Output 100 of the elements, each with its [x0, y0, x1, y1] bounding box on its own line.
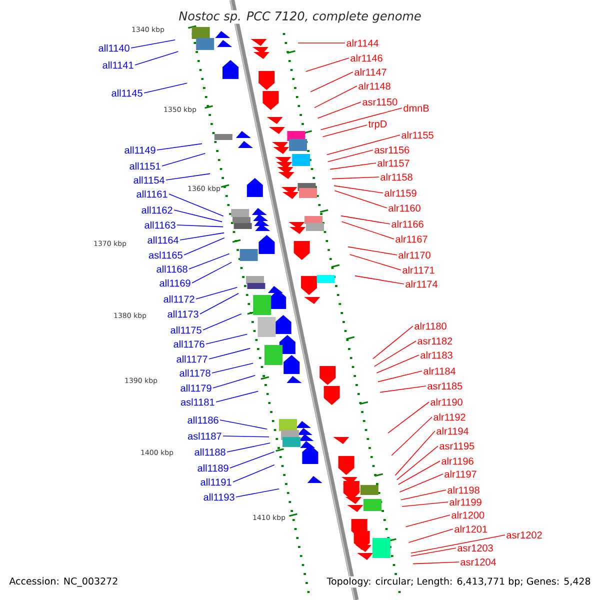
gene-label: alr1196 — [442, 457, 474, 465]
leader-line — [232, 464, 275, 482]
leader-line — [208, 348, 251, 360]
leader-line — [192, 262, 232, 284]
leader-line — [322, 124, 368, 138]
gene-label: alr1147 — [354, 68, 386, 76]
leader-line — [399, 474, 444, 492]
gene-label: asr1182 — [418, 337, 452, 345]
gene-label: all1186 — [188, 416, 218, 424]
gene-label: all1177 — [176, 355, 208, 363]
leader-line — [236, 488, 280, 498]
gene-label: alr1197 — [444, 470, 476, 478]
leader-line — [168, 194, 224, 216]
leader-line — [380, 386, 426, 393]
leader-line — [180, 232, 224, 240]
gene-label: asl1181 — [180, 398, 214, 406]
leader-line — [314, 86, 358, 108]
leader-line — [200, 293, 239, 314]
leader-line — [334, 190, 388, 208]
gene-label: alr1171 — [402, 266, 434, 274]
gene-label: all1164 — [148, 236, 178, 244]
leader-line — [230, 451, 275, 468]
gene-label: alr1192 — [434, 413, 466, 421]
gene-label: all1191 — [200, 478, 232, 486]
gene-label: all1161 — [136, 190, 168, 198]
leader-line — [320, 108, 402, 130]
gene-label: trpD — [368, 120, 387, 130]
leader-line — [134, 51, 179, 66]
leader-line — [374, 340, 416, 367]
leader-line — [212, 362, 254, 374]
gene-label: all1176 — [174, 340, 204, 348]
gene-label: all1169 — [160, 279, 190, 287]
gene-label: asl1165 — [148, 251, 182, 259]
gene-label: all1141 — [102, 61, 134, 69]
leader-line — [388, 402, 430, 434]
leader-line — [391, 416, 432, 456]
leader-line — [376, 354, 420, 374]
gene-label: all1178 — [180, 369, 210, 377]
leader-line — [156, 143, 202, 150]
footer-text: Accession: NC_003272 — [8, 576, 120, 588]
leader-line — [216, 390, 259, 402]
leader-line — [330, 162, 376, 170]
gene-label: all1145 — [112, 89, 142, 97]
gene-label: asr1156 — [374, 146, 410, 154]
gene-label: alr1146 — [350, 54, 382, 62]
gene-label: alr1174 — [406, 280, 438, 288]
gene-label: alr1194 — [436, 427, 469, 435]
leader-line — [394, 430, 436, 476]
gene-label: asr1150 — [362, 98, 398, 106]
leader-line — [378, 370, 422, 382]
leader-line — [349, 254, 402, 270]
gene-label: all1179 — [180, 384, 212, 392]
leader-line — [340, 215, 390, 224]
leader-line — [405, 514, 450, 528]
leader-line — [396, 446, 438, 480]
leader-line — [412, 562, 460, 564]
gene-label: alr1198 — [448, 486, 480, 494]
gene-label: all1154 — [134, 176, 164, 184]
leader-line — [310, 72, 354, 92]
gene-label: asr1185 — [428, 382, 462, 390]
leader-line — [298, 42, 346, 44]
leader-line — [348, 246, 398, 256]
gene-label: all1149 — [124, 146, 156, 154]
gene-label: all1189 — [198, 464, 228, 472]
leader-line — [327, 150, 374, 162]
gene-label: alr1155 — [402, 131, 434, 139]
leader-line — [410, 548, 456, 556]
leader-line — [220, 420, 268, 430]
gene-label: all1168 — [156, 265, 188, 273]
leader-line — [398, 460, 440, 485]
leader-line — [317, 102, 362, 119]
leader-line — [206, 334, 248, 344]
gene-label: all1163 — [144, 221, 176, 229]
gene-label: all1188 — [194, 448, 226, 456]
title: Nostoc sp. PCC 7120, complete genome — [178, 10, 422, 24]
gene-label: alr1160 — [388, 204, 420, 212]
gene-label: alr1158 — [380, 173, 412, 181]
gene-label: alr1190 — [430, 398, 462, 406]
gene-label: all1173 — [168, 310, 198, 318]
leader-line — [222, 436, 270, 438]
gene-label: alr1167 — [396, 235, 428, 243]
gene-label: alr1157 — [378, 159, 410, 167]
leader-line — [226, 442, 270, 452]
gene-label: asr1203 — [458, 544, 493, 552]
gene-label: alr1184 — [424, 367, 456, 375]
gene-label: alr1200 — [452, 511, 484, 519]
gene-label: alr1144 — [346, 39, 379, 47]
gene-label: all1140 — [98, 44, 130, 52]
gene-label: all1175 — [170, 326, 202, 334]
leader-line — [176, 224, 224, 228]
leader-line — [341, 221, 394, 240]
leader-line — [402, 502, 448, 507]
leader-line — [130, 40, 176, 48]
leader-line — [188, 253, 230, 270]
gene-label: dmnB — [404, 104, 429, 112]
gene-label: alr1180 — [414, 322, 446, 330]
gene-label: alr1170 — [398, 251, 430, 259]
leader-line — [196, 287, 238, 300]
leader-line — [326, 134, 400, 156]
gene-label: all1151 — [130, 162, 160, 170]
